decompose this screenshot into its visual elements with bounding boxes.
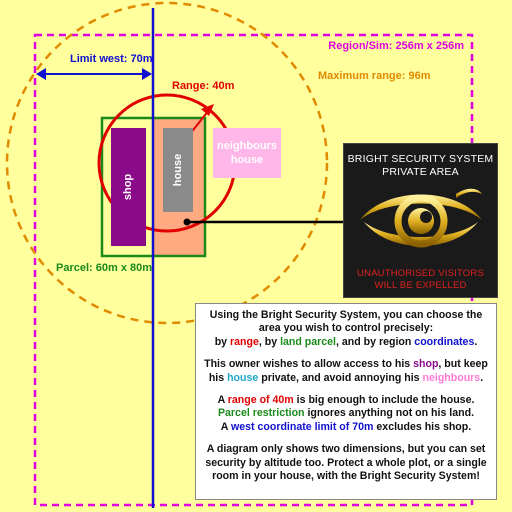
shop-building: shop bbox=[111, 128, 146, 246]
house-building: house bbox=[163, 128, 193, 212]
sign-warning: UNAUTHORISED VISITORS WILL BE EXPELLED bbox=[344, 268, 497, 292]
p2-a: This owner wishes to allow access to his bbox=[204, 358, 414, 371]
p3-d: A bbox=[220, 420, 231, 433]
p3-e: excludes his shop. bbox=[373, 420, 472, 433]
p2-b: , but keep his bbox=[208, 358, 488, 384]
max-range-label: Maximum range: 96m bbox=[318, 70, 431, 82]
limit-arrow-left bbox=[36, 68, 46, 80]
p3-west: west coordinate limit of 70m bbox=[231, 420, 374, 433]
neighbours-label-line2: house bbox=[230, 154, 264, 166]
p1-end: . bbox=[474, 335, 478, 348]
sign-connector-dot bbox=[183, 218, 191, 226]
sign-warning-line2: WILL BE EXPELLED bbox=[374, 280, 467, 291]
neighbours-label-line1: neighbours bbox=[217, 140, 277, 152]
p3-b: is big enough to include the house. bbox=[293, 394, 475, 407]
p1-intro: Using the Bright Security System, you ca… bbox=[209, 309, 483, 335]
p3-a: A bbox=[217, 394, 228, 407]
p2-neighbours: neighbours bbox=[422, 371, 481, 384]
sign-title: BRIGHT SECURITY SYSTEM PRIVATE AREA bbox=[344, 153, 497, 179]
range-label: Range: 40m bbox=[172, 80, 235, 92]
p3-c: ignores anything not on his land. bbox=[304, 407, 475, 420]
sign-warning-line1: UNAUTHORISED VISITORS bbox=[356, 268, 484, 279]
explanation-paragraph-2: This owner wishes to allow access to his… bbox=[202, 358, 490, 385]
shop-label: shop bbox=[122, 173, 135, 201]
security-sign: BRIGHT SECURITY SYSTEM PRIVATE AREA UNAU… bbox=[343, 143, 498, 298]
sign-title-line1: BRIGHT SECURITY SYSTEM bbox=[347, 153, 494, 165]
explanation-paragraph-1: Using the Bright Security System, you ca… bbox=[202, 309, 490, 349]
p1-sep1: , by bbox=[258, 335, 281, 348]
p1-parcel: land parcel bbox=[280, 335, 336, 348]
region-label: Region/Sim: 256m x 256m bbox=[328, 40, 464, 52]
parcel-label: Parcel: 60m x 80m bbox=[56, 262, 153, 274]
limit-west-label: Limit west: 70m bbox=[70, 53, 153, 65]
p1-by: by bbox=[214, 335, 230, 348]
explanation-box: Using the Bright Security System, you ca… bbox=[195, 303, 497, 500]
golden-eye-icon bbox=[360, 188, 482, 248]
house-label: house bbox=[172, 153, 184, 187]
p3-parcel: Parcel restriction bbox=[217, 407, 305, 420]
max-range-circle bbox=[5, 1, 329, 325]
p2-c: private, and avoid annoying his bbox=[258, 371, 423, 384]
range-arrow-head bbox=[201, 104, 214, 116]
explanation-paragraph-4: A diagram only shows two dimensions, but… bbox=[205, 443, 487, 483]
p1-range: range bbox=[230, 335, 259, 348]
p2-shop: shop bbox=[413, 358, 439, 371]
p2-house: house bbox=[227, 371, 259, 384]
p1-coordinates: coordinates bbox=[414, 335, 475, 348]
sign-title-line2: PRIVATE AREA bbox=[382, 166, 459, 178]
p1-sep2: , and by region bbox=[336, 335, 415, 348]
neighbours-house: neighbours house bbox=[213, 128, 281, 178]
p2-d: . bbox=[480, 371, 484, 384]
explanation-paragraph-3: A range of 40m is big enough to include … bbox=[202, 394, 490, 434]
limit-arrow-right bbox=[142, 68, 152, 80]
p3-range: range of 40m bbox=[227, 394, 294, 407]
